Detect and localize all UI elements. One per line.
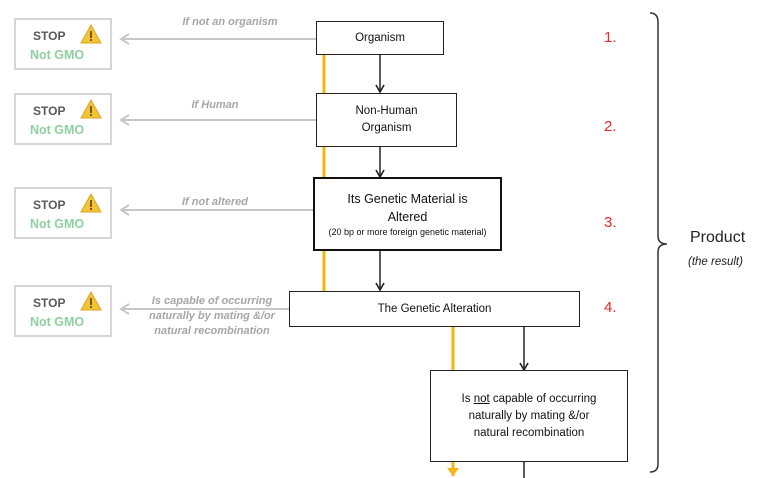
node-genetic-material-altered: Its Genetic Material is Altered (20 bp o… [313,177,502,251]
node-altered-note: (20 bp or more foreign genetic material) [328,226,487,237]
warning-icon [80,24,102,44]
stop-box-2: STOP Not GMO [14,93,112,145]
node-altered-label: Its Genetic Material is Altered [347,191,468,224]
not-gmo-label: Not GMO [30,217,85,231]
condition-label-4: Is capable of occurring naturally by mat… [149,295,275,337]
step-number-2: 2. [604,118,617,135]
condition-label-1: If not an organism [182,16,278,28]
node-not-capable: Is not capable of occurring naturally by… [430,370,628,462]
node-organism: Organism [316,21,444,55]
node-genetic-alteration: The Genetic Alteration [289,291,580,327]
warning-icon [80,193,102,213]
node-not-capable-pre: Is [461,392,474,405]
node-not-capable-underlined: not [473,392,490,405]
stop-box-4: STOP Not GMO [14,285,112,337]
stop-label: STOP [33,296,66,310]
step-number-4: 4. [604,299,617,316]
node-organism-label: Organism [355,32,405,44]
product-brace [649,12,668,473]
not-gmo-label: Not GMO [30,123,85,137]
node-non-human-label: Non-Human Organism [355,105,418,134]
node-alteration-label: The Genetic Alteration [377,303,492,315]
node-non-human-organism: Non-Human Organism [316,93,457,147]
product-sublabel: (the result) [688,256,743,268]
stop-label: STOP [33,198,66,212]
stop-label: STOP [33,29,66,43]
condition-label-3: If not altered [181,196,248,208]
stop-box-1: STOP Not GMO [14,18,112,70]
step-number-1: 1. [604,29,617,46]
step-number-3: 3. [604,214,617,231]
product-label: Product [690,229,746,246]
node-not-capable-post: capable of occurring naturally by mating… [468,392,597,439]
node-not-capable-text: Is not capable of occurring naturally by… [454,391,604,442]
stop-label: STOP [33,104,66,118]
stop-box-3: STOP Not GMO [14,187,112,239]
condition-label-2: If Human [191,99,239,111]
not-gmo-label: Not GMO [30,315,85,329]
warning-icon [80,99,102,119]
not-gmo-label: Not GMO [30,48,85,62]
warning-icon [80,291,102,311]
